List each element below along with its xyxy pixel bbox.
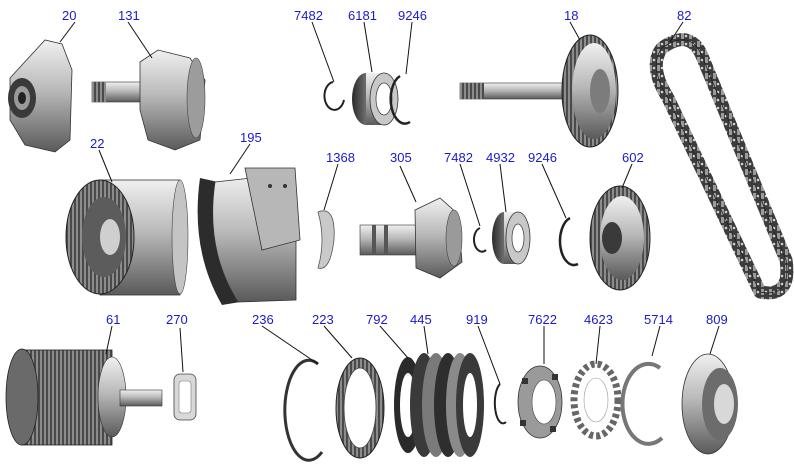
label-61: 61 <box>106 312 120 327</box>
part-919-snap-ring <box>493 383 507 425</box>
label-7482: 7482 <box>294 8 323 23</box>
part-labels: 20 131 7482 6181 9246 18 82 22 195 1368 … <box>62 8 728 327</box>
label-270: 270 <box>166 312 188 327</box>
label-22: 22 <box>90 136 104 151</box>
part-195-brake-band <box>197 167 301 305</box>
part-18-output-shaft <box>459 34 619 148</box>
label-7622: 7622 <box>528 312 557 327</box>
label-5714: 5714 <box>644 312 673 327</box>
part-1368-thrust-washer <box>317 210 335 269</box>
label-7482: 7482 <box>444 150 473 165</box>
part-61-clutch-hub <box>5 348 163 446</box>
label-305: 305 <box>390 150 412 165</box>
label-223: 223 <box>312 312 334 327</box>
part-20-pump-housing <box>8 39 73 153</box>
part-131-stator-shaft <box>91 49 206 151</box>
part-223-pressure-plate <box>335 357 385 459</box>
label-131: 131 <box>118 8 140 23</box>
label-236: 236 <box>252 312 274 327</box>
label-195: 195 <box>240 130 262 145</box>
part-4932-bearing <box>492 211 531 265</box>
part-4623-return-spring <box>570 360 622 440</box>
part-236-snap-ring <box>283 358 324 462</box>
part-305-support-shaft <box>359 197 463 279</box>
part-7482-snap-ring-middle <box>472 227 487 253</box>
part-9246-snap-ring-top <box>389 74 411 125</box>
label-809: 809 <box>706 312 728 327</box>
part-6181-bearing <box>352 72 399 126</box>
label-9246: 9246 <box>528 150 557 165</box>
label-1368: 1368 <box>326 150 355 165</box>
label-919: 919 <box>466 312 488 327</box>
part-809-piston <box>681 353 738 455</box>
part-445-clutch-pack <box>410 353 484 457</box>
part-7622-spring-retainer <box>517 365 563 439</box>
part-22-clutch-drum <box>65 179 189 296</box>
label-445: 445 <box>410 312 432 327</box>
label-6181: 6181 <box>348 8 377 23</box>
label-4623: 4623 <box>584 312 613 327</box>
label-602: 602 <box>622 150 644 165</box>
part-5714-snap-ring <box>620 361 664 446</box>
label-792: 792 <box>366 312 388 327</box>
label-9246: 9246 <box>398 8 427 23</box>
part-270-thrust-washer <box>173 373 197 421</box>
label-82: 82 <box>677 8 691 23</box>
leader-lines <box>59 21 720 385</box>
label-18: 18 <box>564 8 578 23</box>
part-82-drive-chain <box>649 33 794 300</box>
part-602-drive-sprocket <box>589 185 651 291</box>
part-9246-snap-ring-middle <box>558 216 579 267</box>
label-4932: 4932 <box>486 150 515 165</box>
part-7482-snap-ring-top <box>323 81 345 111</box>
label-20: 20 <box>62 8 76 23</box>
